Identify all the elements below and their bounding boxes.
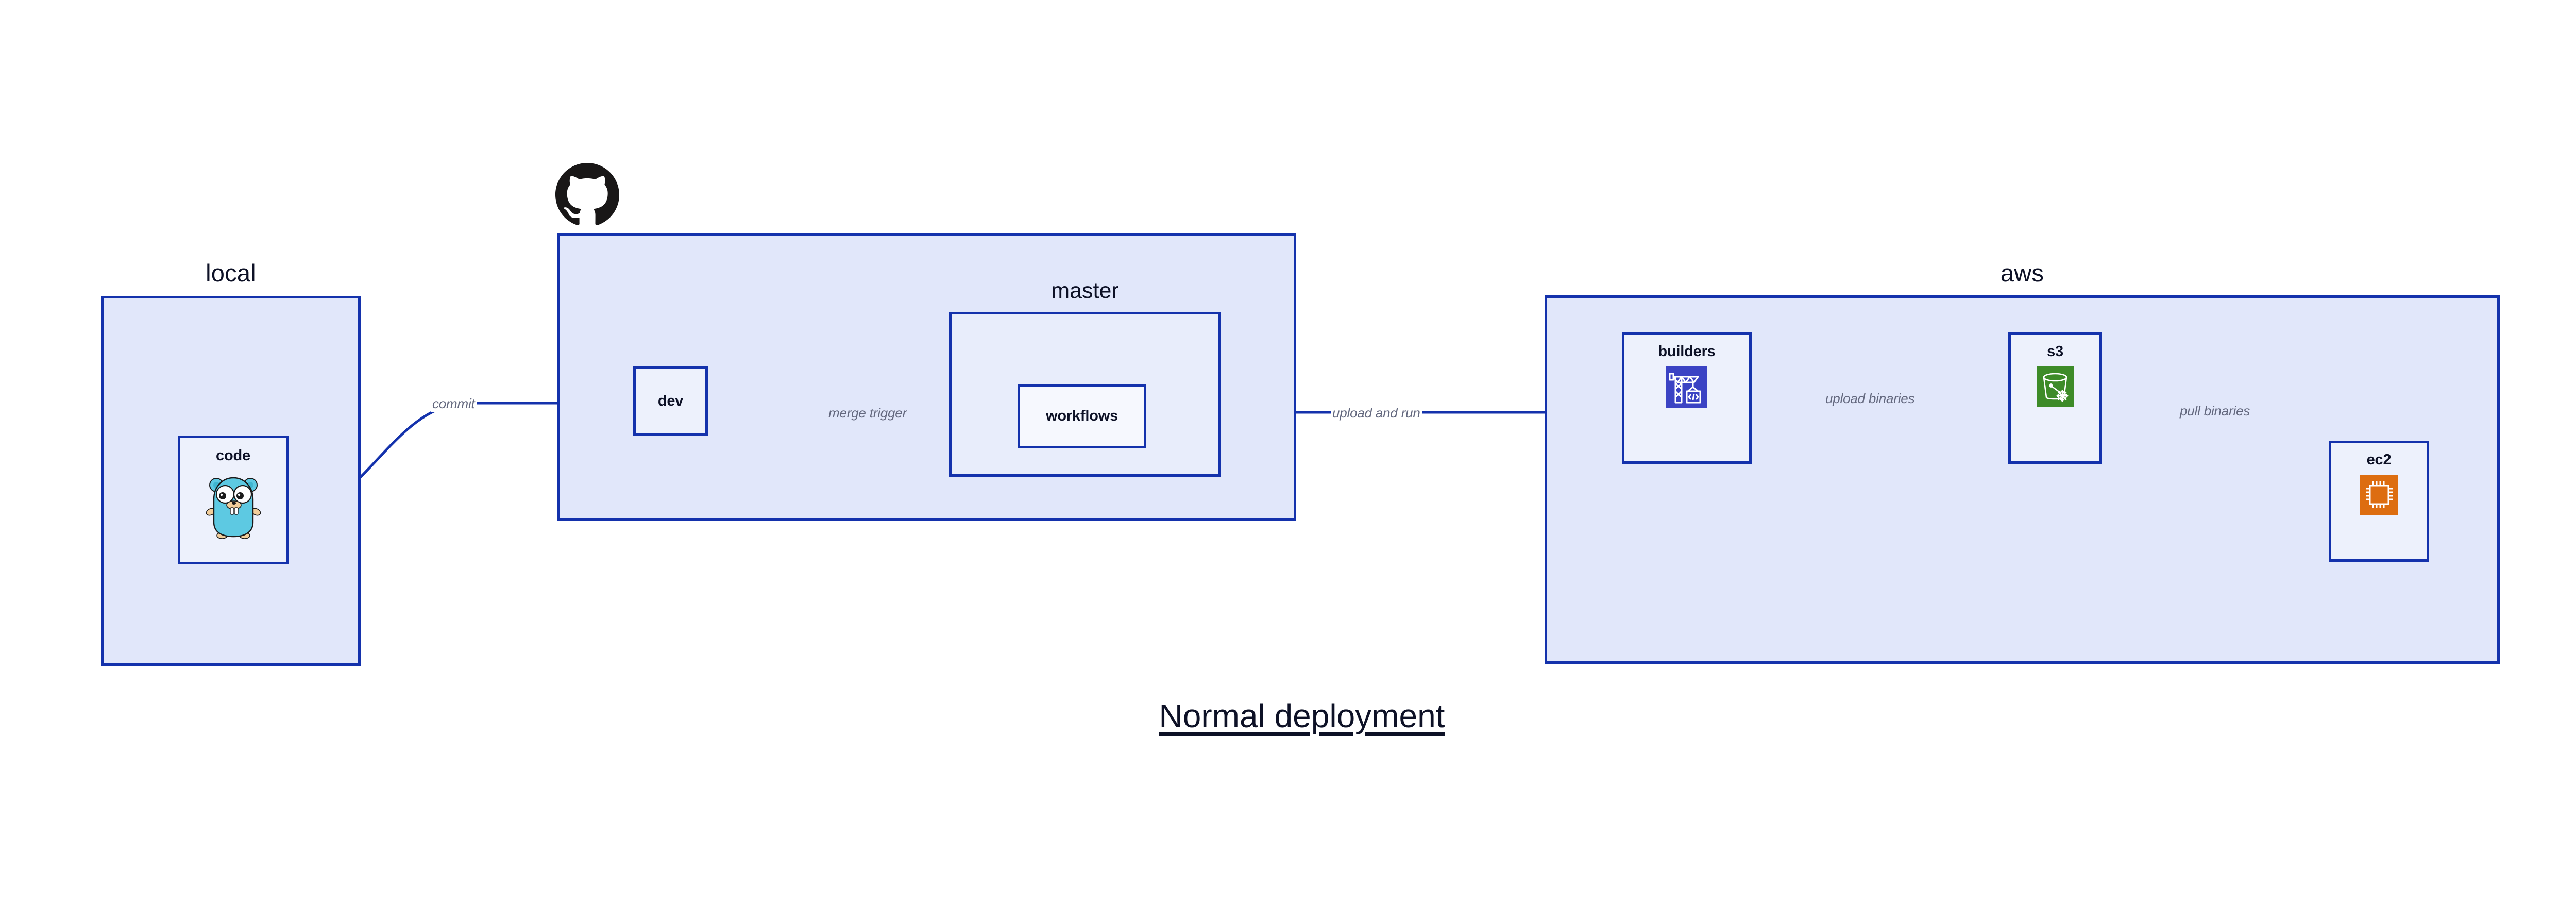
node-builders[interactable]: builders [1622,332,1752,464]
aws-codebuild-crane-icon [1666,366,1707,408]
node-s3-label: s3 [2047,343,2063,360]
node-dev[interactable]: dev [633,366,708,436]
go-gopher-icon [206,477,261,539]
edge-label-pull-binaries: pull binaries [2178,403,2252,419]
edge-label-commit: commit [431,396,477,412]
edge-label-merge-trigger: merge trigger [827,405,909,421]
diagram-title: Normal deployment [0,697,2576,735]
node-dev-label: dev [657,392,684,409]
node-workflows[interactable]: workflows [1018,384,1146,448]
edge-label-upload-binaries: upload binaries [1824,391,1917,407]
node-code-label: code [216,447,250,464]
node-workflows-label: workflows [1046,408,1118,424]
group-label-local: local [206,259,256,287]
diagram-title-text: Normal deployment [1159,697,1445,734]
node-ec2[interactable]: ec2 [2329,441,2429,562]
github-octocat-icon [555,163,619,225]
node-builders-label: builders [1658,343,1716,360]
node-code[interactable]: code [178,436,289,564]
group-label-aws: aws [2000,259,2044,287]
sub-label-master: master [1051,278,1119,303]
edge-label-upload-and-run: upload and run [1331,405,1422,421]
node-ec2-label: ec2 [2366,452,2392,468]
node-s3[interactable]: s3 [2008,332,2102,464]
aws-s3-glacier-bucket-icon [2037,366,2074,407]
aws-ec2-chip-icon [2360,475,2398,515]
